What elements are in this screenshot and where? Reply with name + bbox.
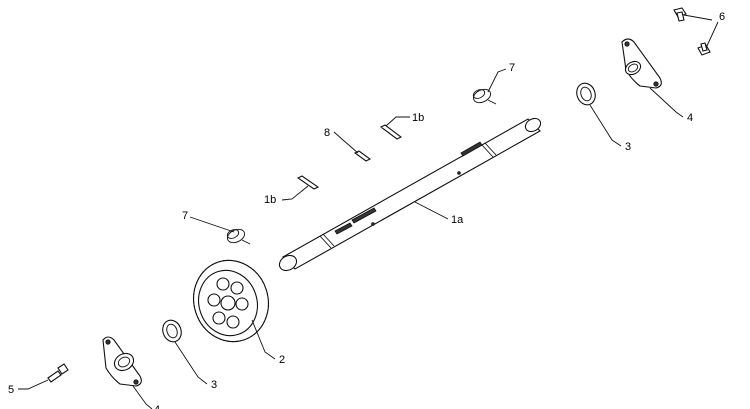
label-washer-left: 3 xyxy=(211,379,217,391)
label-key-upper: 1b xyxy=(412,112,424,124)
label-shaft: 1a xyxy=(451,214,464,226)
label-hairpin-lower: 7 xyxy=(182,210,188,222)
bearing-flange-left-part xyxy=(102,336,142,387)
label-bearing-flange-right: 4 xyxy=(687,112,693,124)
hairpin-lower-part xyxy=(226,228,251,245)
hairpin-upper-part xyxy=(472,88,497,105)
label-bolt-left: 5 xyxy=(8,384,14,396)
shaft-part xyxy=(278,117,542,272)
label-pin: 8 xyxy=(324,127,330,139)
label-bolts-right: 6 xyxy=(719,11,725,23)
pin-part xyxy=(353,150,372,162)
bolt-left-part xyxy=(47,363,69,383)
callout-labels: 1a 1b 1b 2 3 3 4 4 5 6 7 7 8 xyxy=(8,11,725,409)
label-washer-right: 3 xyxy=(625,141,631,153)
bolt-right-lower-part xyxy=(697,42,711,56)
gear-part xyxy=(193,259,269,343)
label-gear: 2 xyxy=(279,354,285,366)
bolt-right-upper-part xyxy=(673,7,687,22)
bearing-flange-right-part xyxy=(621,38,662,89)
washer-left-part xyxy=(162,319,182,343)
leader-lines xyxy=(18,14,719,409)
washer-right-part xyxy=(576,82,596,106)
label-key-lower: 1b xyxy=(264,194,276,206)
label-bearing-flange-left: 4 xyxy=(154,404,160,409)
key-lower-part xyxy=(296,175,320,190)
label-hairpin-upper: 7 xyxy=(509,62,515,74)
key-upper-part xyxy=(379,124,403,140)
